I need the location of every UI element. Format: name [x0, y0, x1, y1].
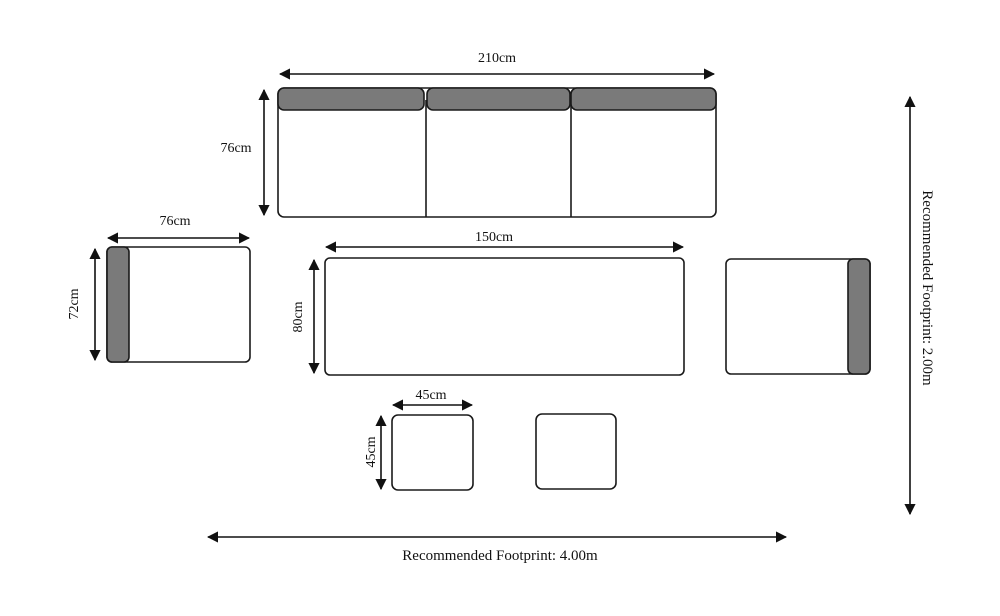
sofa-back-cushion-middle — [426, 87, 571, 111]
sofa-width-label: 210cm — [478, 51, 516, 66]
sofa-back-cushion-right — [570, 87, 717, 111]
left-armchair — [106, 246, 251, 363]
sofa-back-cushion-left — [277, 87, 425, 111]
left-armchair-back-cushion — [106, 246, 130, 363]
table-depth-label: 80cm — [291, 301, 306, 332]
stool-left — [391, 414, 474, 491]
footprint-width-label: Recommended Footprint: 4.00m — [402, 548, 598, 564]
table-width-label: 150cm — [475, 230, 513, 245]
armchair-depth-label: 72cm — [67, 288, 82, 319]
right-armchair — [725, 258, 871, 375]
dining-table — [324, 257, 685, 376]
three-seater-sofa — [277, 87, 717, 218]
sofa-depth-label: 76cm — [220, 141, 251, 156]
armchair-width-label: 76cm — [159, 214, 190, 229]
stool-depth-label: 45cm — [364, 436, 379, 467]
stool-right — [535, 413, 617, 490]
footprint-depth-label: Recommended Footprint: 2.00m — [919, 190, 935, 386]
stool-width-label: 45cm — [415, 388, 446, 403]
right-armchair-back-cushion — [847, 258, 871, 375]
